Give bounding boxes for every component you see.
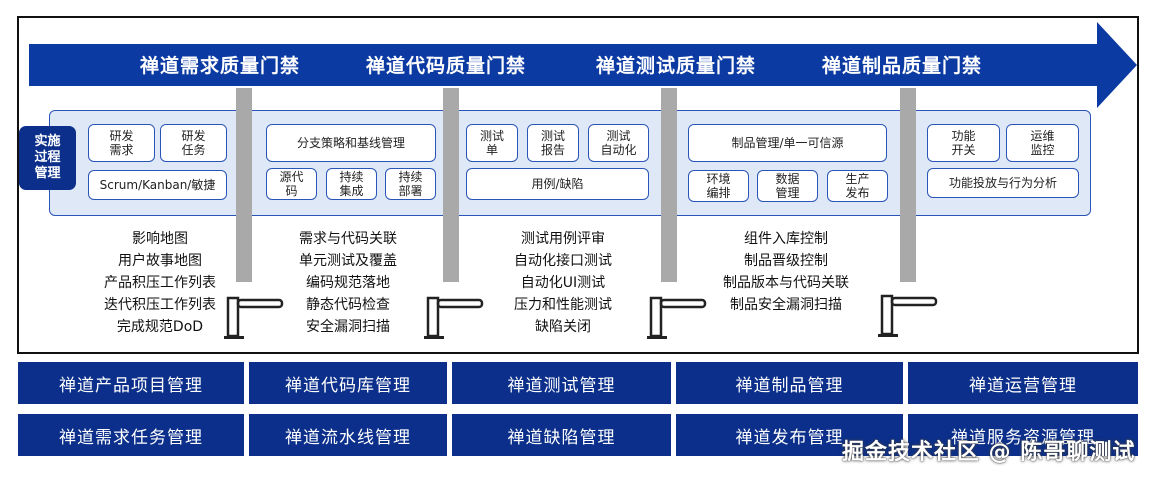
- module-release-management: 禅道发布管理: [676, 414, 903, 456]
- list-item: 需求与代码关联: [299, 231, 397, 247]
- gate-title-test: 禅道测试质量门禁: [595, 55, 756, 77]
- box-test-report: 测试 报告: [527, 124, 579, 162]
- box-data-management: 数据 管理: [757, 170, 818, 202]
- list-item: 制品晋级控制: [744, 253, 828, 269]
- gate-pillar-2: [443, 88, 459, 282]
- list-item: 影响地图: [132, 231, 188, 247]
- box-branch-strategy: 分支策略和基线管理: [266, 124, 436, 162]
- module-operations: 禅道运营管理: [908, 362, 1138, 404]
- list-item: 完成规范DoD: [116, 319, 204, 335]
- module-bug-management: 禅道缺陷管理: [452, 414, 671, 456]
- gate-pillar-3: [661, 88, 677, 282]
- gate-pillar-1: [236, 88, 252, 282]
- gate-checklist-test: 测试用例评审 自动化接口测试 自动化UI测试 压力和性能测试 缺陷关闭: [483, 228, 643, 338]
- list-item: 迭代积压工作列表: [104, 297, 216, 313]
- module-service-resources: 禅道服务资源管理: [908, 414, 1138, 456]
- list-item: 静态代码检查: [306, 297, 390, 313]
- gate-title-artifact: 禅道制品质量门禁: [821, 55, 982, 77]
- box-feature-analysis: 功能投放与行为分析: [927, 168, 1079, 198]
- module-product-project: 禅道产品项目管理: [18, 362, 244, 404]
- list-item: 自动化接口测试: [514, 253, 612, 269]
- box-req-dev: 研发 需求: [88, 124, 155, 162]
- list-item: 组件入库控制: [744, 231, 828, 247]
- gate-title-requirement: 禅道需求质量门禁: [139, 55, 300, 77]
- barrier-gate-icon: [878, 294, 938, 337]
- box-ops-monitoring: 运维 监控: [1006, 124, 1079, 162]
- barrier-gate-icon: [647, 296, 707, 339]
- list-item: 单元测试及覆盖: [299, 253, 397, 269]
- box-artifact-management: 制品管理/单一可信源: [688, 124, 887, 162]
- gate-title-code: 禅道代码质量门禁: [365, 55, 526, 77]
- box-test-sheet: 测试 单: [466, 124, 518, 162]
- gate-checklist-artifact: 组件入库控制 制品晋级控制 制品版本与代码关联 制品安全漏洞扫描: [706, 228, 866, 316]
- module-test-management: 禅道测试管理: [452, 362, 671, 404]
- gate-checklist-code: 需求与代码关联 单元测试及覆盖 编码规范落地 静态代码检查 安全漏洞扫描: [268, 228, 428, 338]
- gate-checklist-requirement: 影响地图 用户故事地图 产品积压工作列表 迭代积压工作列表 完成规范DoD: [80, 228, 240, 338]
- box-env-orchestration: 环境 编排: [688, 170, 749, 202]
- list-item: 制品安全漏洞扫描: [730, 297, 842, 313]
- watermark: 掘金技术社区 @ 陈哥聊测试: [842, 440, 1136, 465]
- box-ci: 持续 集成: [326, 168, 377, 200]
- barrier-gate-icon: [224, 296, 284, 339]
- side-label-process-management: 实施 过程 管理: [19, 126, 76, 190]
- module-artifact-management: 禅道制品管理: [676, 362, 903, 404]
- list-item: 用户故事地图: [118, 253, 202, 269]
- list-item: 安全漏洞扫描: [306, 319, 390, 335]
- barrier-gate-icon: [424, 296, 484, 339]
- box-cd: 持续 部署: [385, 168, 436, 200]
- list-item: 缺陷关闭: [535, 319, 591, 335]
- list-item: 制品版本与代码关联: [723, 275, 849, 291]
- gate-pillar-4: [900, 88, 916, 282]
- box-test-automation: 测试 自动化: [588, 124, 649, 162]
- process-arrow: [29, 22, 1137, 108]
- list-item: 产品积压工作列表: [104, 275, 216, 291]
- list-item: 编码规范落地: [306, 275, 390, 291]
- box-feature-toggle: 功能 开关: [927, 124, 1000, 162]
- box-dev-task: 研发 任务: [160, 124, 227, 162]
- box-case-bug: 用例/缺陷: [466, 168, 649, 200]
- list-item: 自动化UI测试: [520, 275, 606, 291]
- module-code-repo: 禅道代码库管理: [249, 362, 447, 404]
- list-item: 测试用例评审: [521, 231, 605, 247]
- list-item: 压力和性能测试: [514, 297, 612, 313]
- module-pipeline: 禅道流水线管理: [249, 414, 447, 456]
- module-requirement-task: 禅道需求任务管理: [18, 414, 244, 456]
- box-production-release: 生产 发布: [827, 170, 888, 202]
- box-scrum: Scrum/Kanban/敏捷: [88, 170, 227, 200]
- box-source-code: 源代 码: [266, 168, 317, 200]
